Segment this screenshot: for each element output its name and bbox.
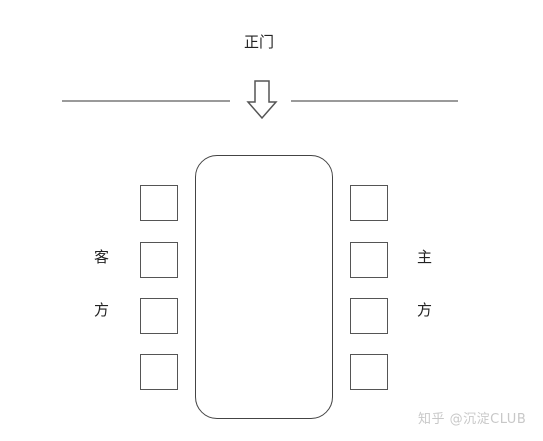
host-seat-1 [350,185,388,221]
guest-seat-2 [140,242,178,278]
host-seat-3 [350,298,388,334]
guest-label-char-2: 方 [94,301,110,319]
host-label-char-2: 方 [417,301,433,319]
entrance-arrow-icon [246,80,278,120]
wall-line-right [291,100,458,102]
watermark: 知乎 @沉淀CLUB [418,412,527,427]
entrance-label: 正门 [244,33,275,51]
guest-seat-1 [140,185,178,221]
meeting-table [195,155,333,419]
host-label-char-1: 主 [417,248,433,266]
guest-seat-3 [140,298,178,334]
host-seat-4 [350,354,388,390]
guest-label-char-1: 客 [94,248,110,266]
host-seat-2 [350,242,388,278]
guest-seat-4 [140,354,178,390]
wall-line-left [62,100,230,102]
